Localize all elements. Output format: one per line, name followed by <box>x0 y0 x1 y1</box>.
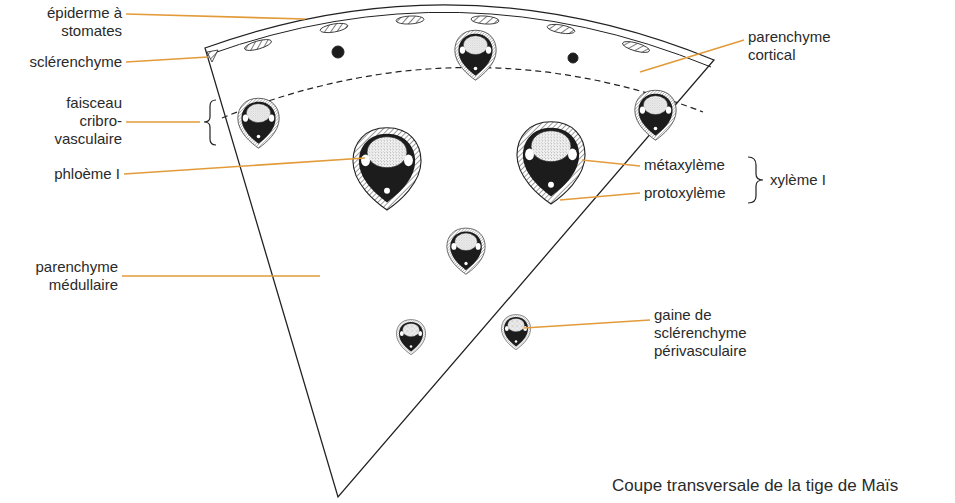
part-label: faisceau cribro-vasculaire <box>40 94 122 148</box>
part-label: parenchyme médullaire <box>18 258 118 294</box>
figure-caption: Coupe transversale de la tige de Maïs <box>612 476 898 496</box>
part-label: parenchyme cortical <box>748 28 848 64</box>
part-label: protoxylème <box>644 184 754 202</box>
part-label: métaxylème <box>644 156 754 174</box>
stem-wedge <box>205 5 714 497</box>
cortex-boundary <box>222 67 703 118</box>
part-label: gaine de sclérenchyme périvasculaire <box>654 306 779 360</box>
part-label: xylème I <box>770 171 860 189</box>
part-label: phloème I <box>20 165 120 183</box>
sclerenchyma-patches <box>207 15 651 62</box>
bundle-bracket <box>204 100 216 145</box>
xylem-brace <box>748 157 763 203</box>
vascular-bundles <box>238 30 676 354</box>
part-label: épiderme à stomates <box>36 4 122 40</box>
part-label: sclérenchyme <box>10 53 122 71</box>
